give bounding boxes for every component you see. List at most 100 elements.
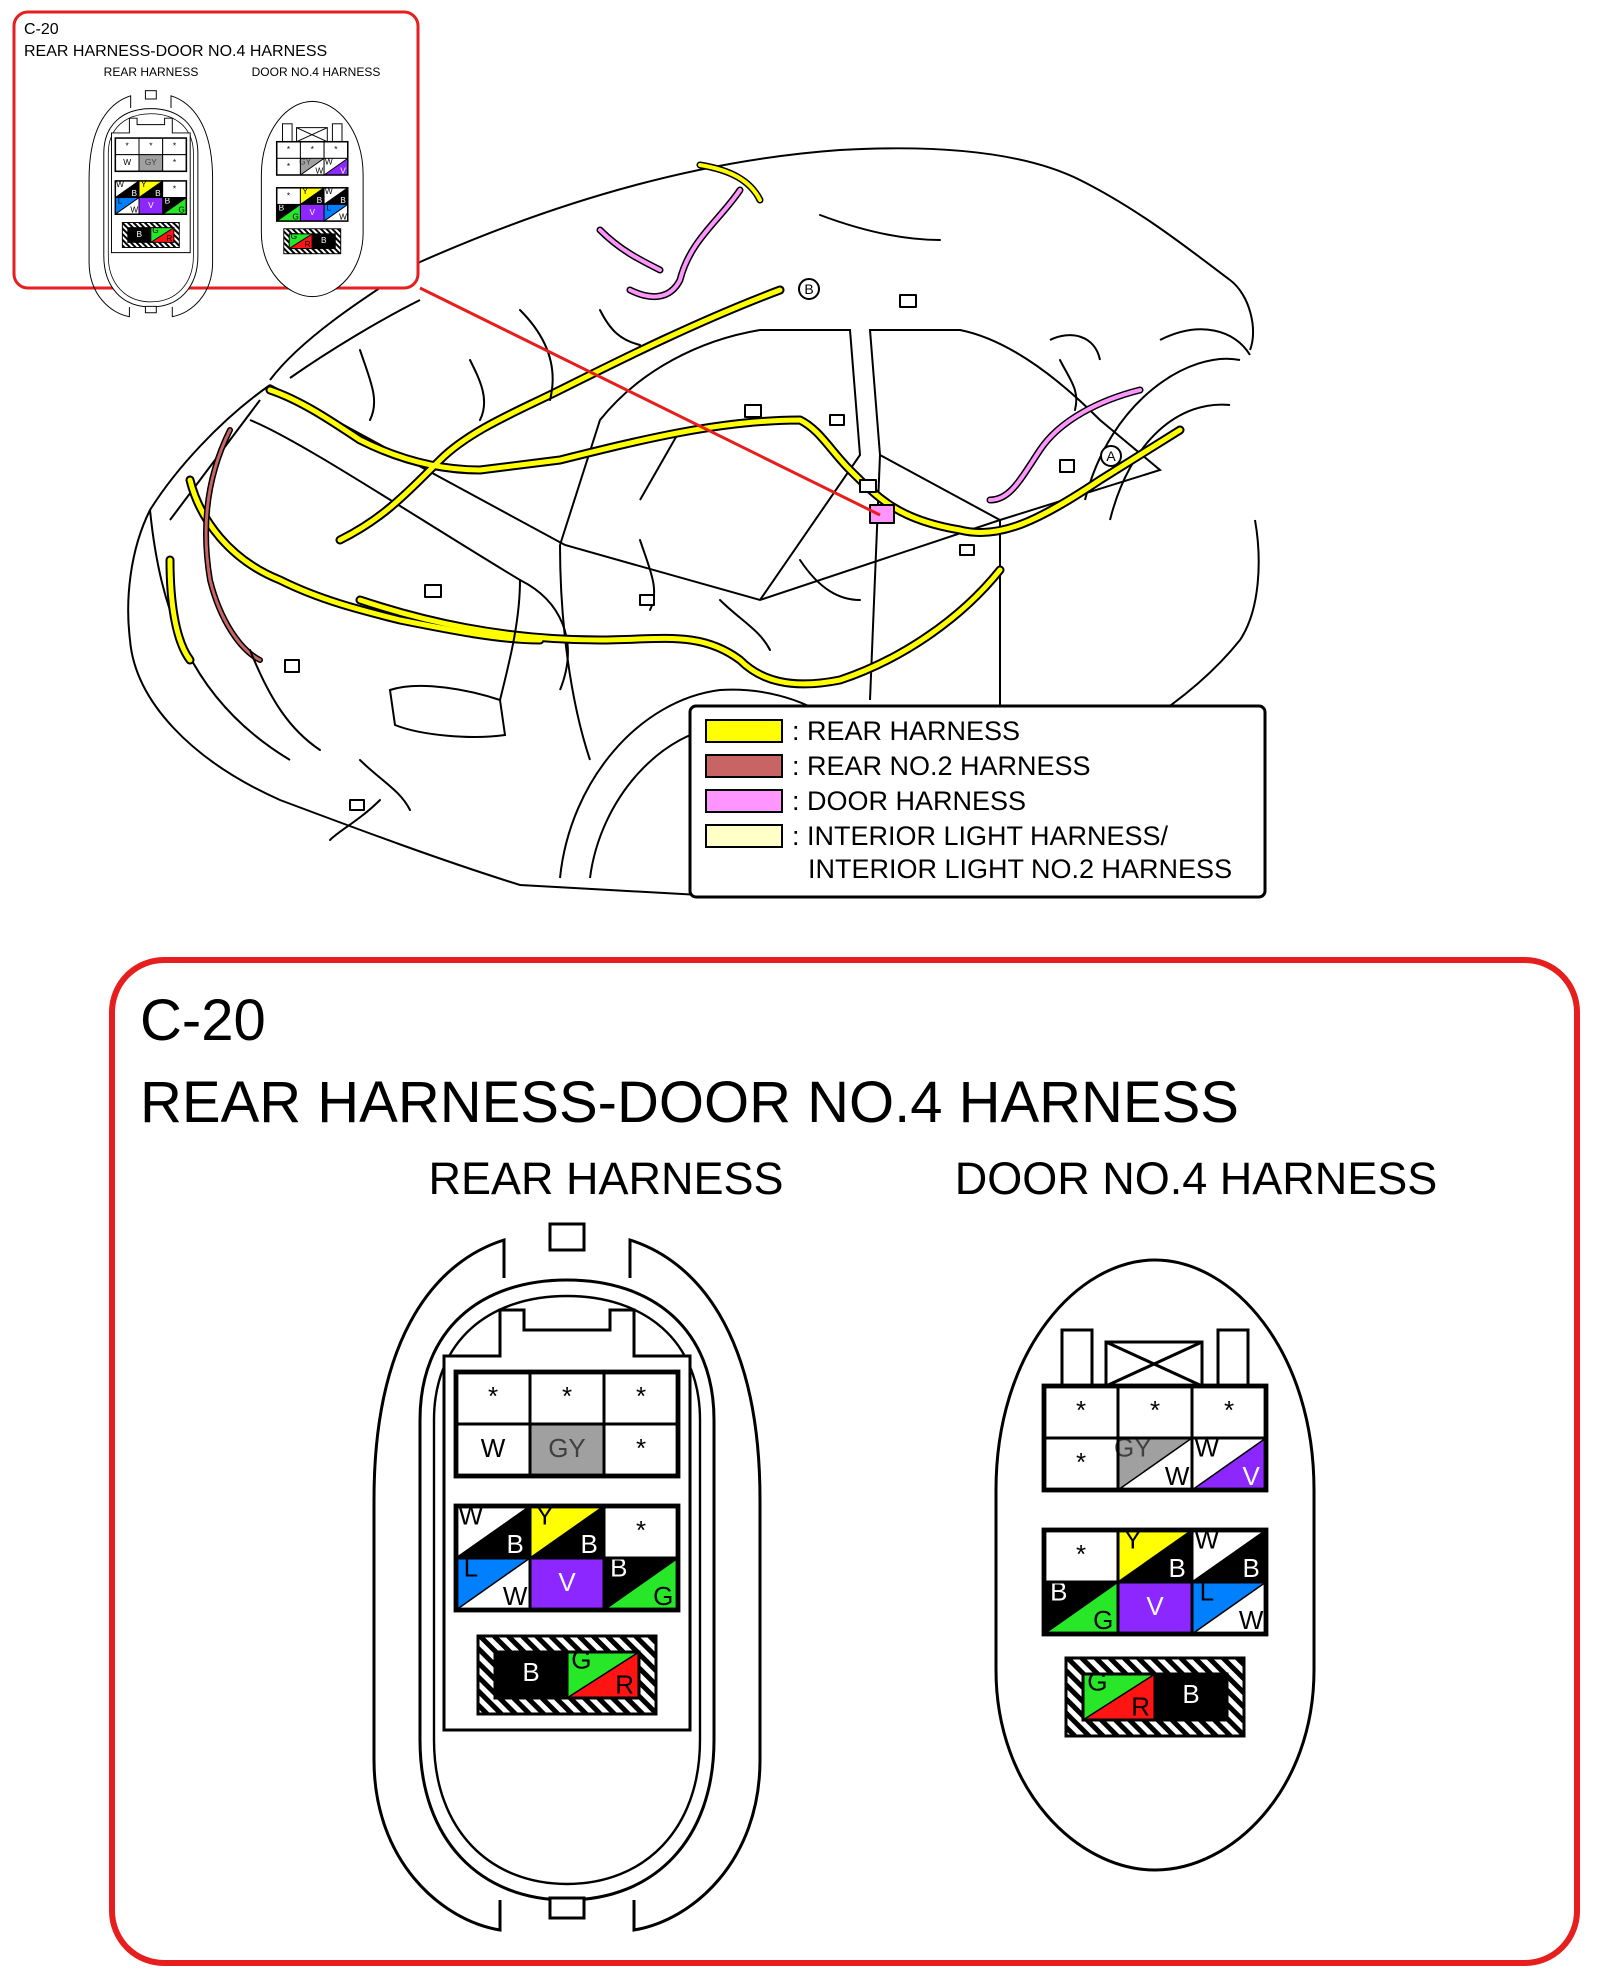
terminal-cell: BG xyxy=(1042,1577,1120,1636)
legend-swatch-interior xyxy=(705,824,783,848)
inset-left-label: REAR HARNESS xyxy=(104,65,199,79)
svg-text:*: * xyxy=(1076,1447,1086,1477)
terminal-cell: B xyxy=(311,233,336,250)
terminal-cell: BG xyxy=(602,1553,680,1612)
terminal-cell: W xyxy=(454,1422,532,1478)
terminal-cell: * xyxy=(1190,1384,1268,1440)
terminal-cell: GR xyxy=(288,231,313,249)
connector-code: C-20 xyxy=(140,988,266,1053)
terminal-cell: * xyxy=(114,137,140,156)
svg-text:: REAR NO.2 HARNESS: : REAR NO.2 HARNESS xyxy=(792,751,1091,781)
svg-text:*: * xyxy=(287,190,291,200)
terminal-cell: * xyxy=(602,1370,680,1426)
svg-text:*: * xyxy=(1076,1395,1086,1425)
terminal-cell: WV xyxy=(1190,1433,1268,1492)
svg-text:V: V xyxy=(558,1567,576,1597)
svg-text:G: G xyxy=(1093,1605,1113,1635)
svg-text:W: W xyxy=(315,165,323,175)
svg-text:GY: GY xyxy=(299,156,311,166)
terminal-cell: LW xyxy=(1190,1577,1268,1636)
legend-item-interior: : INTERIOR LIGHT HARNESS/ INTERIOR LIGHT… xyxy=(705,821,1232,884)
svg-text:GY: GY xyxy=(548,1433,586,1463)
terminal-cell: * xyxy=(276,157,301,176)
rear-harness-label: REAR HARNESS xyxy=(428,1153,783,1204)
terminal-cell: YB xyxy=(138,179,164,199)
svg-text:B: B xyxy=(137,229,143,239)
svg-text:G: G xyxy=(292,211,298,221)
svg-text:GY: GY xyxy=(145,157,157,167)
terminal-cell: * xyxy=(528,1370,606,1426)
terminal-cell: V xyxy=(528,1556,606,1612)
svg-text:G: G xyxy=(291,231,297,241)
svg-text:*: * xyxy=(173,157,177,167)
terminal-cell: * xyxy=(162,137,187,156)
terminal-cell: GYW xyxy=(1114,1433,1194,1492)
svg-text:*: * xyxy=(149,141,153,151)
svg-text:W: W xyxy=(123,157,131,167)
inset-panel: C-20 REAR HARNESS-DOOR NO.4 HARNESS REAR… xyxy=(12,10,420,318)
svg-text:B: B xyxy=(1169,1553,1186,1583)
terminal-cell: YB xyxy=(299,186,325,205)
svg-text:Y: Y xyxy=(141,179,147,189)
terminal-cell: WB xyxy=(323,186,349,205)
terminal-cell: * xyxy=(1116,1384,1194,1440)
svg-text:B: B xyxy=(1243,1553,1260,1583)
terminal-cell: BG xyxy=(276,202,301,222)
terminal-cell: GR xyxy=(150,225,175,243)
svg-text:W: W xyxy=(325,156,333,166)
inset-title: REAR HARNESS-DOOR NO.4 HARNESS xyxy=(24,43,327,60)
terminal-cell: WB xyxy=(454,1501,532,1560)
connector-title: REAR HARNESS-DOOR NO.4 HARNESS xyxy=(140,1070,1239,1135)
terminal-cell: YB xyxy=(528,1501,606,1560)
terminal-cell: B xyxy=(1153,1672,1229,1722)
svg-text:B: B xyxy=(155,188,161,198)
terminal-cell: * xyxy=(276,141,301,159)
svg-text:*: * xyxy=(173,141,177,151)
inset-code: C-20 xyxy=(24,21,59,38)
svg-text:W: W xyxy=(1165,1461,1190,1491)
terminal-cell: V xyxy=(1116,1580,1194,1636)
svg-text:*: * xyxy=(173,183,177,193)
callout-a: A xyxy=(1100,445,1122,467)
terminal-cell: GY xyxy=(528,1422,606,1478)
svg-text:*: * xyxy=(334,144,338,154)
svg-text:B: B xyxy=(522,1657,539,1687)
svg-text:W: W xyxy=(116,179,124,189)
svg-text:B: B xyxy=(340,195,346,205)
svg-text:R: R xyxy=(166,233,172,243)
terminal-cell: B xyxy=(127,227,152,243)
svg-text:W: W xyxy=(503,1581,528,1611)
svg-text:*: * xyxy=(1150,1395,1160,1425)
callout-b: B xyxy=(798,278,820,300)
svg-text:B: B xyxy=(1050,1577,1067,1607)
svg-text:B: B xyxy=(507,1529,524,1559)
legend-swatch-door xyxy=(705,789,783,813)
legend-item-rear-no2: : REAR NO.2 HARNESS xyxy=(705,751,1091,781)
svg-text:*: * xyxy=(562,1381,572,1411)
legend-item-rear: : REAR HARNESS xyxy=(705,716,1020,746)
terminal-cell: * xyxy=(1042,1384,1120,1440)
svg-text:L: L xyxy=(118,196,123,206)
svg-text:*: * xyxy=(636,1381,646,1411)
door-harness-label: DOOR NO.4 HARNESS xyxy=(955,1153,1438,1204)
rear-harness-routing xyxy=(165,161,1185,841)
svg-text:*: * xyxy=(1076,1539,1086,1569)
svg-text:L: L xyxy=(464,1553,478,1583)
svg-text:B: B xyxy=(165,196,171,206)
svg-text:: REAR HARNESS: : REAR HARNESS xyxy=(792,716,1020,746)
svg-text:G: G xyxy=(571,1645,591,1675)
svg-text:INTERIOR LIGHT NO.2 HARNESS: INTERIOR LIGHT NO.2 HARNESS xyxy=(808,854,1232,884)
legend-swatch-rear-no2 xyxy=(705,754,783,778)
svg-text:*: * xyxy=(126,141,130,151)
terminal-cell: V xyxy=(299,203,325,222)
terminal-cell: GR xyxy=(1081,1667,1157,1722)
svg-text:G: G xyxy=(178,205,184,215)
svg-text:B: B xyxy=(131,188,137,198)
svg-text:V: V xyxy=(1146,1591,1164,1621)
svg-text:W: W xyxy=(339,211,347,221)
svg-text:R: R xyxy=(1131,1691,1150,1721)
svg-text:B: B xyxy=(804,281,813,297)
c20-location-marker xyxy=(869,504,895,524)
svg-text:V: V xyxy=(309,207,315,217)
